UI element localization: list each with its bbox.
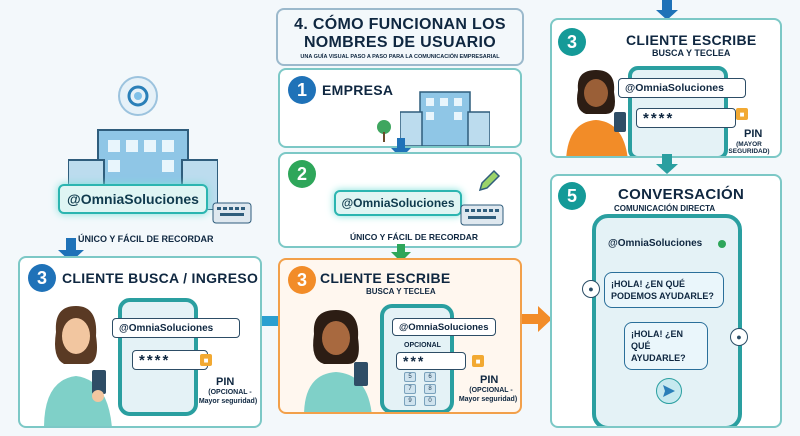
online-status-indicator [718,240,726,248]
keypad-key: 6 [424,372,436,382]
pin-note-line2: Mayor seguridad) [458,396,518,403]
step-title: CLIENTE BUSCA / INGRESO [62,270,259,286]
step-number-badge: 1 [288,76,316,104]
pin-label: PIN [744,128,763,140]
keyboard-icon [460,204,504,226]
pin-note: (MAYOR SEGURIDAD) [728,141,770,155]
right-step3-panel: 3 CLIENTE ESCRIBE BUSCA Y TECLEA @OmniaS… [550,18,782,158]
lock-icon: ■ [472,355,484,367]
left-top-illustration: @OmniaSoluciones ÚNICO Y FÁCIL DE RECORD… [18,76,260,254]
company-logo-icon [118,76,158,116]
step-subtitle: COMUNICACIÓN DIRECTA [614,204,716,213]
left-tagline: ÚNICO Y FÁCIL DE RECORDAR [78,234,214,244]
page-title-line2: NOMBRES DE USUARIO [303,34,497,51]
step-subtitle: BUSCA Y TECLEA [366,287,436,296]
keypad-key: 5 [404,372,416,382]
username-tag: @OmniaSoluciones [334,190,462,216]
step-number-badge: 5 [558,182,586,210]
step2-panel: 2 @OmniaSoluciones ÚNICO Y FÁCIL DE RECO… [278,152,522,248]
pin-label: PIN [480,374,499,386]
chat-message-incoming: ¡HOLA! ¿EN QUÉ PODEMOS AYUDARLE? [604,272,724,308]
pencil-icon [478,169,501,192]
keypad-key: 0 [424,396,436,406]
step-title: EMPRESA [322,82,394,98]
username-tag: @OmniaSoluciones [58,184,208,214]
username-field: @OmniaSoluciones [392,318,496,336]
step-number-badge: 3 [558,28,586,56]
arrow-right-icon [522,306,552,332]
pin-note-line2: Mayor seguridad) [198,398,258,405]
pin-field: *** [396,352,466,370]
step-title: CLIENTE ESCRIBE [626,32,757,48]
middle-step3-panel: 3 CLIENTE ESCRIBE BUSCA Y TECLEA @OmniaS… [278,258,522,414]
pin-note-line1: (OPCIONAL - [469,387,513,394]
page-title-line1: 4. CÓMO FUNCIONAN LOS [294,16,506,33]
arrow-down-icon [656,154,678,174]
keypad-key: 7 [404,384,416,394]
pin-field: **** [636,108,736,128]
step-number-badge: 3 [28,264,56,292]
page-subtitle: UNA GUÍA VISUAL PASO A PASO PARA LA COMU… [300,54,500,60]
woman-with-phone-illustration [44,306,112,426]
step-subtitle: BUSCA Y TECLEA [652,48,731,58]
header-panel: 4. CÓMO FUNCIONAN LOS NOMBRES DE USUARIO… [276,8,524,66]
arrow-down-icon [656,0,678,20]
woman-with-phone-illustration [304,310,372,412]
step-title: CLIENTE ESCRIBE [320,270,451,286]
middle-tagline: ÚNICO Y FÁCIL DE RECORDAR [350,232,478,242]
office-building-icon [400,91,490,146]
keypad-key: 8 [424,384,436,394]
step-number-badge: 3 [288,266,316,294]
pin-field: **** [132,350,208,370]
tree-icon [377,120,391,142]
chat-header-username: @OmniaSoluciones [608,238,703,249]
step-number-badge: 2 [288,160,316,188]
user-avatar-icon: ● [730,328,748,346]
step5-panel: 5 CONVERSACIÓN COMUNICACIÓN DIRECTA @Omn… [550,174,782,428]
keyboard-icon [212,202,252,224]
username-field: @OmniaSoluciones [112,318,240,338]
left-step3-panel: 3 CLIENTE BUSCA / INGRESO @OmniaSolucion… [18,256,262,428]
send-button[interactable] [656,378,682,404]
send-icon [663,385,675,397]
woman-with-phone-illustration [566,70,628,156]
keypad-key: 9 [404,396,416,406]
user-avatar-icon: ● [582,280,600,298]
chat-message-outgoing: ¡HOLA! ¿EN QUÉ AYUDARLE? [624,322,708,370]
step1-panel: 1 EMPRESA [278,68,522,148]
pin-label: PIN [216,376,235,388]
pin-note-line1: (OPCIONAL - [208,389,252,396]
lock-icon: ■ [200,354,212,366]
optional-label: OPCIONAL [404,342,441,349]
lock-icon: ■ [736,108,748,120]
step-title: CONVERSACIÓN [618,186,745,203]
username-field: @OmniaSoluciones [618,78,746,98]
arrow-down-icon [391,244,411,262]
